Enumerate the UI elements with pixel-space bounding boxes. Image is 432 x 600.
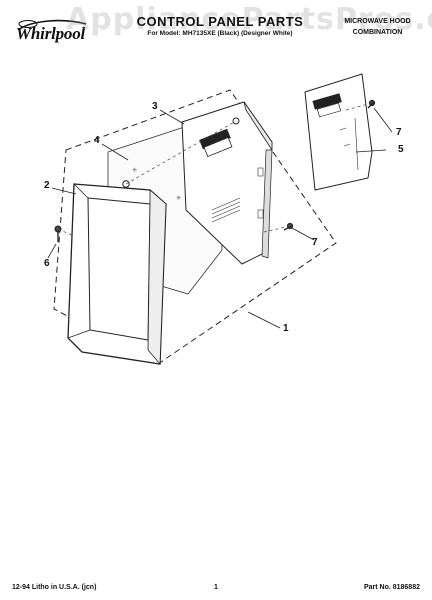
footer-litho: 12-94 Litho in U.S.A. (jcn) (12, 584, 97, 591)
watermark: AppliancePartsPros.com (66, 2, 432, 37)
part-control-board (304, 73, 373, 191)
brand-name: Whirlpool (16, 24, 86, 43)
callout-3: 3 (152, 101, 158, 112)
brand-logo (12, 18, 92, 48)
product-type-line1: MICROWAVE HOOD (344, 18, 411, 25)
footer-page-number: 1 (214, 584, 218, 591)
callout-7-upper: 7 (396, 127, 402, 138)
whirlpool-swoosh-icon (17, 19, 87, 31)
callout-1: 1 (283, 323, 289, 334)
callout-7-lower: 7 (312, 237, 318, 248)
callout-4: 4 (94, 135, 100, 146)
model-line: For Model: MH7135XE (Black) (Designer Wh… (147, 30, 293, 37)
product-type: MICROWAVE HOOD COMBINATION (330, 16, 425, 38)
footer-part-number: Part No. 8186882 (363, 584, 420, 591)
product-type-line2: COMBINATION (352, 29, 403, 36)
callout-2: 2 (44, 180, 50, 191)
assembly-outline (53, 89, 337, 365)
svg-text:✳: ✳ (176, 195, 181, 202)
screw-6 (54, 225, 62, 242)
callout-6: 6 (44, 258, 50, 269)
page-title: CONTROL PANEL PARTS (136, 14, 304, 29)
screw-7-upper (367, 99, 376, 109)
callout-5: 5 (398, 144, 404, 155)
svg-text:✳: ✳ (132, 167, 137, 174)
